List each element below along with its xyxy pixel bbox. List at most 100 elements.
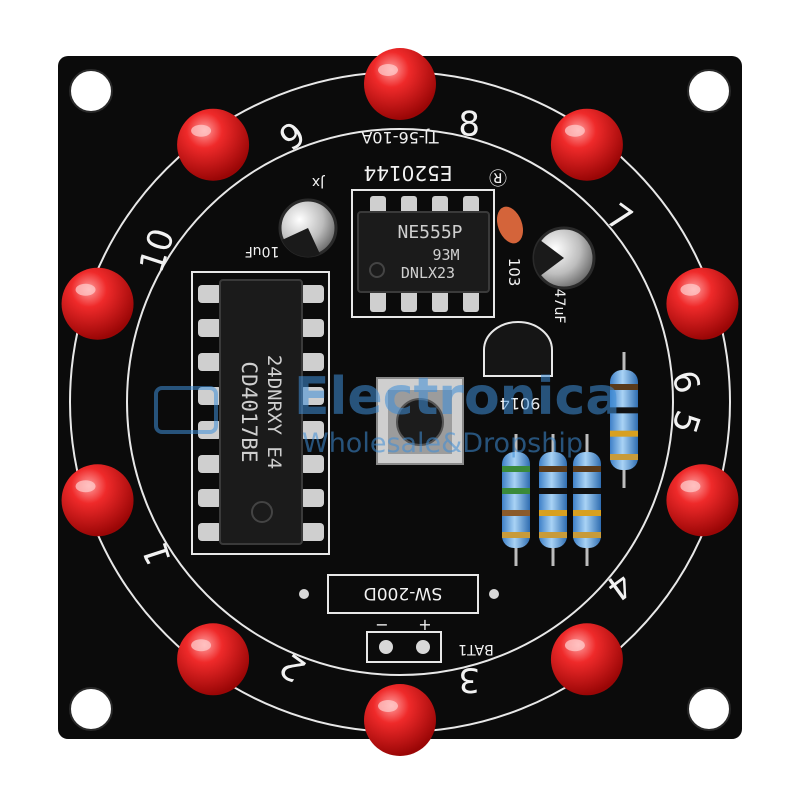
resistor-band [502, 488, 530, 494]
led-number-8: 8 [458, 104, 480, 144]
resistor [610, 370, 638, 470]
capacitor-47uf-marking [534, 240, 564, 276]
resistor-band [539, 532, 567, 538]
push-button-cap[interactable] [396, 398, 444, 446]
ic-4017-line2: CD4017BE [237, 361, 261, 462]
ic-pin [370, 290, 386, 312]
resistor-band [573, 532, 601, 538]
led-dome [364, 48, 436, 120]
led-10 [61, 267, 134, 340]
led-highlight [378, 700, 398, 712]
ic-pin [198, 455, 222, 473]
resistor-band [539, 488, 567, 494]
led-highlight [75, 480, 96, 493]
ic-pin [463, 290, 479, 312]
led-9 [177, 108, 250, 181]
resistor-band [610, 454, 638, 460]
battery-pad-plus [416, 640, 430, 654]
ic-pin [300, 387, 324, 405]
resistor-band [502, 510, 530, 516]
jx-label: Jx [312, 174, 325, 190]
ic-555-line1: NE555P [397, 222, 462, 243]
resistor-band [539, 510, 567, 516]
watermark-logo [154, 386, 218, 434]
ic-pin [432, 290, 448, 312]
ic-555-chip [357, 211, 490, 293]
battery-connector [366, 631, 442, 663]
led-highlight [378, 64, 398, 76]
led-dome [177, 623, 250, 696]
led-dome [61, 267, 134, 340]
watermark-line1: Electronica [294, 367, 620, 427]
switch-label: SW-200D [364, 583, 443, 603]
led-highlight [191, 639, 212, 652]
ic-4017-dot [251, 501, 273, 523]
watermark: Electronica Wholesale&Dropship [154, 367, 620, 459]
led-highlight [680, 480, 701, 493]
led-highlight [75, 283, 96, 296]
ic-pin [198, 319, 222, 337]
ic-pin [300, 489, 324, 507]
switch-pad [299, 589, 309, 599]
led-2 [177, 623, 250, 696]
watermark-line2: Wholesale&Dropship [302, 428, 583, 459]
ceramic-capacitor [496, 206, 524, 244]
led-dome [666, 464, 739, 537]
ic-pin [300, 319, 324, 337]
led-dome [550, 623, 623, 696]
mounting-hole [69, 687, 113, 731]
ic-4017-chip [219, 279, 303, 545]
led-highlight [564, 124, 585, 137]
resistor-band [610, 407, 638, 414]
ic-pin [198, 353, 222, 371]
ic-555-line3: DNLX23 [401, 264, 455, 282]
cap-ceramic-label: 103 [505, 258, 523, 287]
transistor-label: 9014 [500, 394, 541, 413]
ic-555-dot [369, 262, 385, 278]
resistor-band [502, 466, 530, 472]
ic-pin [198, 285, 222, 303]
led-dome [364, 684, 436, 756]
ic-pin [300, 353, 324, 371]
led-highlight [564, 639, 585, 652]
ic-555-line2: 93M [432, 246, 459, 264]
mounting-hole [687, 69, 731, 113]
led-5 [666, 464, 739, 537]
resistors [502, 352, 638, 566]
led-8 [364, 48, 436, 120]
led-6 [666, 267, 739, 340]
led-highlight [680, 283, 701, 296]
ic-4017-line1: 24DNRXY E4 [263, 355, 285, 469]
resistor [539, 452, 567, 548]
cap-large-label: 47uF [551, 289, 567, 324]
led-dome [666, 267, 739, 340]
led-number-3: 3 [458, 660, 480, 700]
led-highlight [191, 124, 212, 137]
battery-minus-label: − [375, 615, 388, 634]
resistor-band [539, 466, 567, 472]
mounting-hole [687, 687, 731, 731]
resistor-band [610, 430, 638, 437]
ul-mark: Ⓡ [489, 166, 507, 187]
transistor-9014 [483, 321, 553, 377]
led-7 [550, 108, 623, 181]
ul-code: E520144 [364, 161, 453, 185]
resistor-band [610, 384, 638, 390]
resistor-band [573, 488, 601, 494]
battery-plus-label: + [418, 615, 431, 634]
board-label: TJ-56-10A [361, 128, 439, 147]
resistor [502, 452, 530, 548]
ic-pin [300, 523, 324, 541]
switch-outline [327, 574, 479, 614]
mounting-hole [69, 69, 113, 113]
ic-pin [198, 489, 222, 507]
led-dome [61, 464, 134, 537]
led-4 [550, 623, 623, 696]
led-dome [550, 108, 623, 181]
led-dome [177, 108, 250, 181]
led-ring [61, 48, 739, 756]
battery-pad-minus [379, 640, 393, 654]
switch-pad [489, 589, 499, 599]
ic-pin [300, 455, 324, 473]
